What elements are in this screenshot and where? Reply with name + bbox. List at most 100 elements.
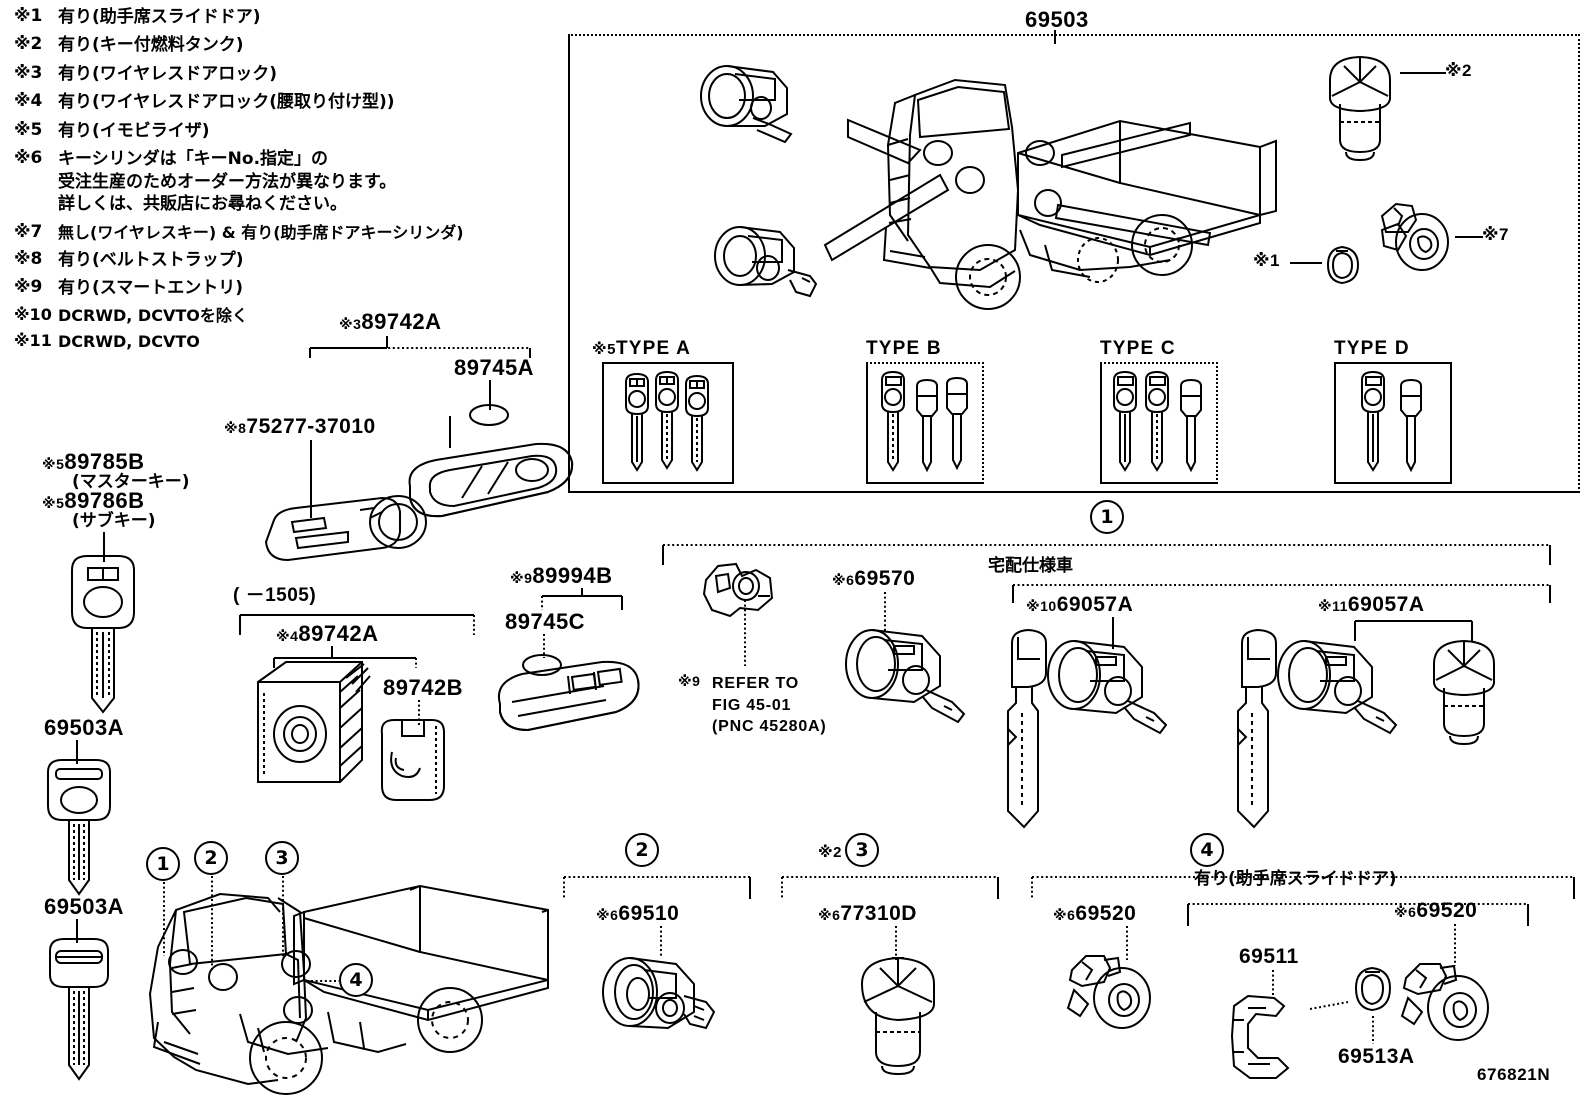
part-69510-illustration bbox=[602, 957, 716, 1030]
note-text: 有り(キー付燃料タンク) bbox=[58, 35, 244, 56]
note-text: DCRWD, DCVTOを除く bbox=[58, 306, 248, 326]
part-69057a-11-number: 69057A bbox=[1347, 593, 1425, 616]
part-89786b-ref: ※5 bbox=[42, 495, 65, 511]
gasket-ring-part bbox=[1326, 245, 1360, 285]
part-69057a-10-illustration bbox=[1007, 628, 1168, 829]
note-mark: ※7 bbox=[14, 221, 43, 242]
callout-7-leader bbox=[1455, 236, 1483, 238]
part-77310d-leader bbox=[895, 926, 897, 960]
group-3-marker-ref: ※2 bbox=[818, 844, 842, 861]
date-range-note: ( －1505) bbox=[233, 585, 317, 606]
note-item: ※8 有り(ベルトストラップ) bbox=[14, 249, 554, 271]
part-69520-a-illustration bbox=[1066, 955, 1151, 1029]
part-69057a-11-cap-illustration bbox=[1433, 639, 1495, 746]
part-69513a-leader bbox=[1372, 1016, 1374, 1044]
part-89745c-illustration bbox=[522, 654, 562, 676]
part-77310d-ref: ※6 bbox=[818, 907, 841, 923]
part-69520-a-number: 69520 bbox=[1075, 902, 1137, 925]
part-69057a-11-ref: ※11 bbox=[1318, 598, 1348, 614]
key-type-c-label: TYPE C bbox=[1100, 338, 1176, 359]
note-mark: ※6 bbox=[14, 148, 43, 169]
part-69513a-illustration bbox=[1354, 966, 1392, 1012]
truck-illustration-top bbox=[823, 78, 1277, 310]
part-89742a-3-bracket bbox=[309, 336, 531, 358]
truck-callout-1: 1 bbox=[146, 847, 180, 881]
part-69520-b-number: 69520 bbox=[1416, 899, 1478, 922]
note-text: キーシリンダは「キーNo.指定」の 受注生産のためオーダー方法が異なります。 詳… bbox=[58, 149, 397, 215]
note-item: ※10 DCRWD, DCVTOを除く bbox=[14, 305, 554, 326]
refer-to-note: REFER TO FIG 45-01 (PNC 45280A) bbox=[712, 675, 827, 736]
group-3-marker: 3 bbox=[845, 833, 879, 867]
door-lock-cylinder-part bbox=[714, 226, 818, 298]
part-69510-label-wrap: ※669510 bbox=[596, 902, 680, 925]
part-69057a-10-label-wrap: ※1069057A bbox=[1026, 593, 1134, 616]
part-strap-illustration bbox=[264, 495, 427, 562]
note-item: ※4 有り(ワイヤレスドアロック(腰取り付け型)) bbox=[14, 91, 554, 113]
callout-ref-7: ※7 bbox=[1482, 225, 1509, 244]
part-69513a-connector bbox=[1309, 1001, 1349, 1010]
group-3-bracket bbox=[781, 876, 999, 899]
part-69057a-10-number: 69057A bbox=[1056, 593, 1134, 616]
note-mark: ※10 bbox=[14, 305, 52, 325]
part-89786b-number: 89786B bbox=[64, 488, 145, 513]
note-item: ※3 有り(ワイヤレスドアロック) bbox=[14, 63, 554, 85]
callout-ref-1: ※1 bbox=[1253, 251, 1280, 270]
group-2-bracket bbox=[563, 876, 751, 899]
note-mark: ※8 bbox=[14, 248, 43, 269]
truck-callout-2: 2 bbox=[194, 841, 228, 875]
note-item: ※2 有り(キー付燃料タンク) bbox=[14, 34, 554, 56]
key-type-a-label-wrap: ※5TYPE A bbox=[592, 338, 691, 360]
note-mark: ※1 bbox=[14, 6, 43, 26]
note-item: ※1 有り(助手席スライドドア) bbox=[14, 6, 554, 28]
delivery-spec-label: 宅配仕様車 bbox=[988, 556, 1073, 576]
part-77310d-illustration bbox=[860, 956, 935, 1076]
part-69570-ref: ※6 bbox=[832, 572, 855, 588]
key-type-b-keys bbox=[881, 370, 968, 473]
key-type-a-label: TYPE A bbox=[615, 338, 692, 359]
note-item: ※5 有り(イモビライザ) bbox=[14, 120, 554, 142]
part-69520-b-label-wrap: ※669520 bbox=[1394, 899, 1478, 922]
note-text: DCRWD, DCVTO bbox=[58, 331, 200, 351]
part-69057a-11-label-wrap: ※1169057A bbox=[1318, 593, 1425, 616]
truck-callout-4-leader bbox=[311, 980, 339, 982]
transmitter-b-outer-bracket bbox=[239, 614, 475, 635]
key-type-d-box bbox=[1334, 362, 1452, 484]
part-89742a-4-ref: ※4 bbox=[276, 628, 299, 644]
truck-callout-2-leader bbox=[211, 876, 213, 970]
part-89785b-number: 89785B bbox=[64, 449, 145, 474]
part-strap-number: 75277-37010 bbox=[246, 415, 376, 438]
note-text: 有り(イモビライザ) bbox=[58, 120, 210, 141]
fuel-tank-cap-part bbox=[1329, 55, 1391, 162]
part-77310d-number: 77310D bbox=[840, 902, 917, 925]
note-text: 無し(ワイヤレスキー) & 有り(助手席ドアキーシリンダ) bbox=[58, 222, 464, 242]
part-69510-number: 69510 bbox=[618, 902, 680, 925]
part-77310d-label-wrap: ※677310D bbox=[818, 902, 917, 925]
note-item: ※11 DCRWD, DCVTO bbox=[14, 331, 554, 352]
part-69570-number: 69570 bbox=[854, 567, 916, 590]
note-item: ※9 有り(スマートエントリ) bbox=[14, 277, 554, 299]
note-text: 有り(ワイヤレスドアロック(腰取り付け型)) bbox=[58, 92, 395, 113]
key-type-b-box bbox=[866, 362, 984, 484]
key-type-c-keys bbox=[1113, 370, 1202, 473]
main-box-leader-line bbox=[1054, 30, 1056, 44]
note-mark: ※4 bbox=[14, 91, 43, 112]
part-69503a-1-illustration bbox=[47, 759, 111, 896]
part-69513a-number: 69513A bbox=[1338, 1045, 1415, 1068]
note-item: ※6 キーシリンダは「キーNo.指定」の 受注生産のためオーダー方法が異なります… bbox=[14, 148, 554, 215]
part-89745c-leader bbox=[543, 634, 545, 658]
part-89742a-4-bracket bbox=[273, 646, 417, 668]
part-69503a-2-illustration bbox=[49, 938, 109, 1081]
note-mark: ※5 bbox=[14, 119, 43, 140]
part-69520-a-ref: ※6 bbox=[1053, 907, 1076, 923]
group-4-bracket bbox=[1031, 876, 1575, 899]
part-89742a-3-label-wrap: ※389742A bbox=[339, 310, 441, 334]
key-type-c-box bbox=[1100, 362, 1218, 484]
part-69503a-2-number: 69503A bbox=[44, 894, 125, 919]
part-69511-leader bbox=[1272, 970, 1274, 998]
part-69510-leader bbox=[660, 926, 662, 958]
part-69520-b-illustration bbox=[1400, 963, 1489, 1041]
part-89745a-illustration bbox=[469, 404, 509, 426]
callout-ref-2: ※2 bbox=[1445, 61, 1472, 80]
part-89745a-number: 89745A bbox=[454, 355, 535, 380]
